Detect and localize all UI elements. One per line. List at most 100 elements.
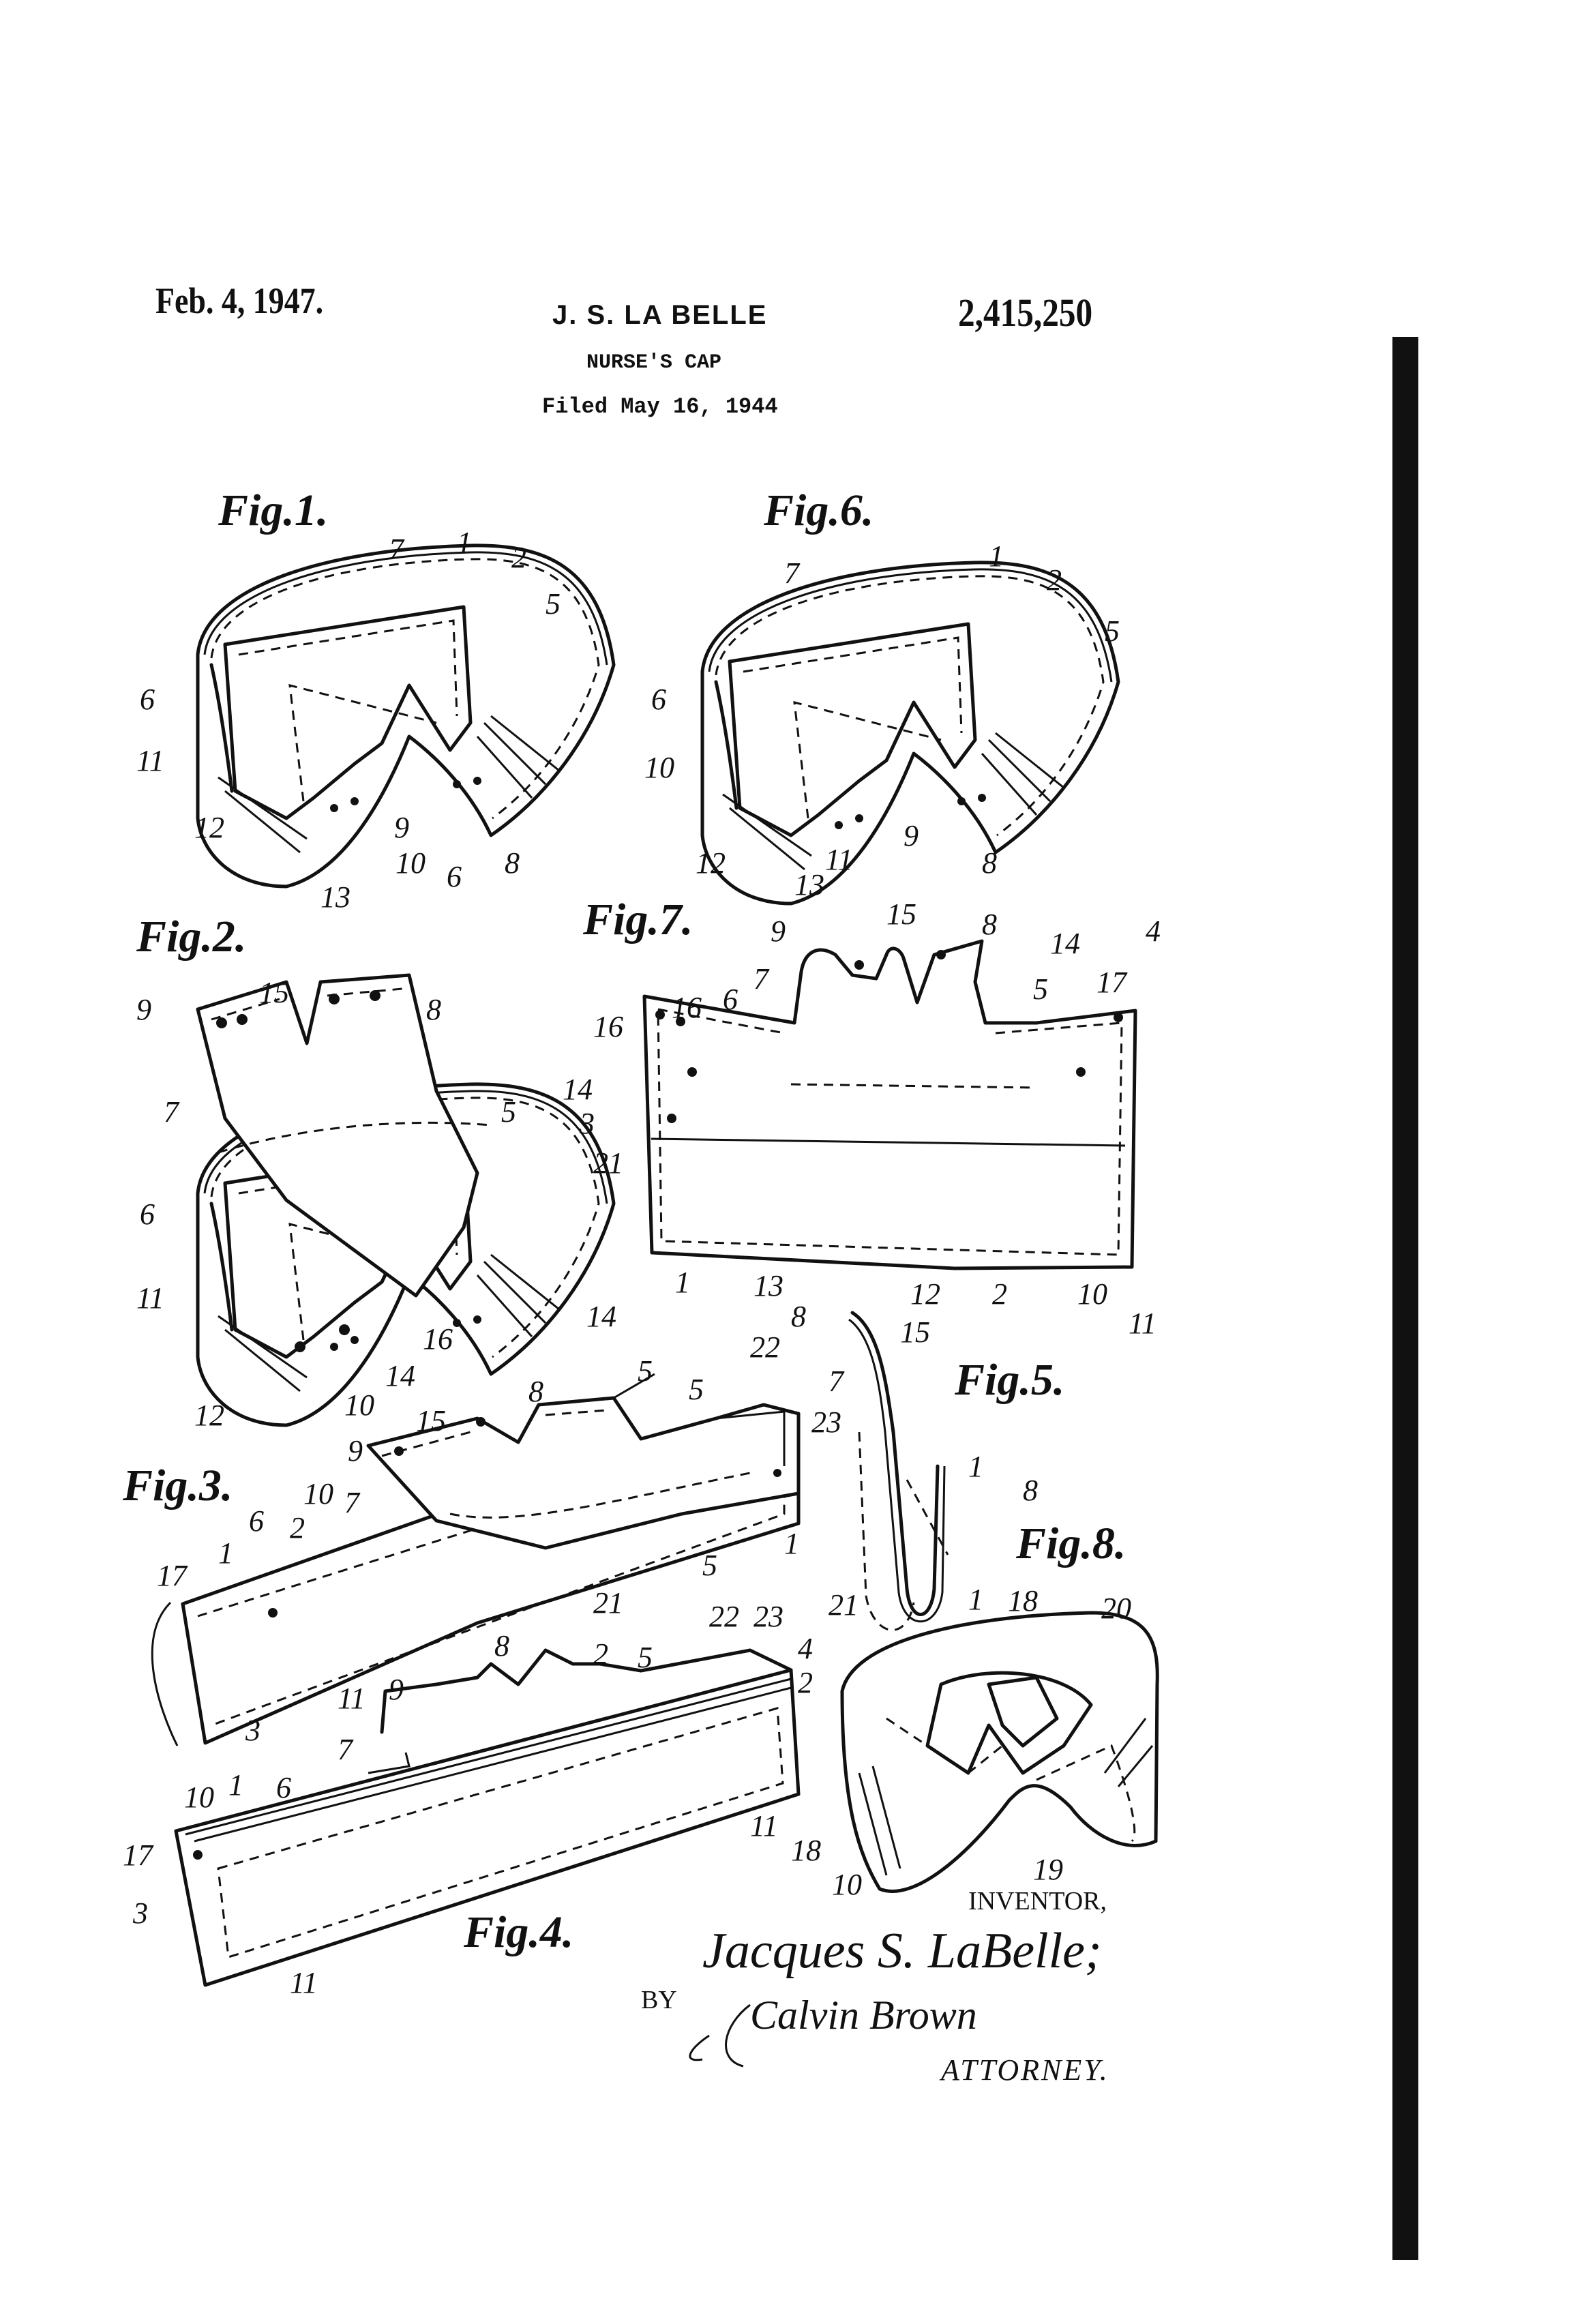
ref-numeral: 2 bbox=[992, 1277, 1007, 1311]
ref-numeral: 9 bbox=[771, 914, 786, 948]
ref-numeral: 5 bbox=[689, 1373, 704, 1406]
ref-numeral: 10 bbox=[832, 1868, 862, 1901]
ref-numeral: 5 bbox=[546, 587, 561, 621]
ref-numeral: 21 bbox=[829, 1588, 859, 1622]
inventor-signature: Jacques S. LaBelle; bbox=[702, 1923, 1102, 1979]
ref-numeral: 8 bbox=[494, 1629, 509, 1663]
inventor-caption: INVENTOR, bbox=[968, 1887, 1107, 1916]
ref-numeral: 9 bbox=[136, 993, 151, 1026]
ref-numeral: 23 bbox=[811, 1405, 841, 1439]
ref-numeral: 9 bbox=[394, 811, 409, 844]
ref-numeral: 11 bbox=[136, 1281, 164, 1315]
figure-label: Fig.4. bbox=[463, 1907, 573, 1957]
ref-numeral: 2 bbox=[798, 1666, 813, 1699]
ref-numeral: 16 bbox=[672, 991, 702, 1024]
ref-numeral: 3 bbox=[579, 1107, 595, 1140]
ref-numeral: 10 bbox=[1077, 1277, 1107, 1311]
attorney-caption: ATTORNEY. bbox=[939, 2053, 1109, 2087]
attorney-signature: Calvin Brown bbox=[750, 1993, 977, 2038]
ref-numeral: 9 bbox=[904, 819, 919, 852]
ref-numeral: 12 bbox=[194, 811, 224, 844]
ref-numeral: 5 bbox=[702, 1549, 717, 1582]
ref-numeral: 2 bbox=[290, 1511, 305, 1545]
ref-numeral: 21 bbox=[593, 1586, 623, 1620]
figure-4: Fig.4. 9 8 2 5 22 23 4 2 7 1 6 10 17 3 1… bbox=[123, 1600, 813, 1999]
ref-numeral: 12 bbox=[194, 1399, 224, 1432]
scan-edge-bar bbox=[1392, 337, 1418, 2260]
ref-numeral: 7 bbox=[164, 1095, 180, 1129]
figure-label: Fig.8. bbox=[1015, 1519, 1126, 1568]
folded-panel bbox=[196, 973, 479, 1298]
ref-numeral: 1 bbox=[968, 1583, 983, 1616]
ref-numeral: 1 bbox=[675, 1266, 690, 1299]
ref-numeral: 7 bbox=[344, 1486, 361, 1519]
figure-label: Fig.1. bbox=[218, 486, 328, 535]
ref-numeral: 13 bbox=[320, 880, 350, 914]
ref-numeral: 5 bbox=[501, 1095, 516, 1129]
ref-numeral: 14 bbox=[385, 1359, 415, 1392]
ref-numeral: 1 bbox=[218, 1536, 233, 1570]
ref-numeral: 1 bbox=[968, 1450, 983, 1483]
ref-numeral: 22 bbox=[709, 1600, 739, 1633]
ref-numeral: 2 bbox=[593, 1637, 608, 1671]
ref-numeral: 6 bbox=[140, 1197, 155, 1231]
ref-numeral: 11 bbox=[290, 1966, 318, 1999]
ref-numeral: 11 bbox=[1129, 1307, 1156, 1340]
ref-numeral: 5 bbox=[638, 1641, 653, 1674]
ref-numeral: 21 bbox=[593, 1146, 623, 1180]
ref-numeral: 11 bbox=[338, 1682, 365, 1715]
patent-number: 2,415,250 bbox=[958, 290, 1093, 335]
ref-numeral: 11 bbox=[825, 843, 853, 876]
ref-numeral: 19 bbox=[1033, 1853, 1063, 1886]
ref-numeral: 8 bbox=[505, 846, 520, 880]
figure-label: Fig.5. bbox=[954, 1355, 1064, 1405]
patent-date: Feb. 4, 1947. bbox=[155, 280, 324, 321]
ref-numeral: 15 bbox=[886, 897, 916, 931]
ref-numeral: 5 bbox=[1105, 614, 1120, 648]
figure-1: Fig.1. 7 1 2 5 6 11 9 10 6 8 12 13 bbox=[136, 486, 614, 914]
ref-numeral: 8 bbox=[982, 908, 997, 941]
figure-2: Fig.2. 9 15 8 7 5 6 11 14 16 14 12 10 bbox=[136, 912, 616, 1432]
ref-numeral: 15 bbox=[416, 1404, 446, 1437]
ref-numeral: 1 bbox=[989, 539, 1004, 573]
ref-numeral: 17 bbox=[1096, 966, 1128, 999]
ref-numeral: 8 bbox=[426, 993, 441, 1026]
figure-label: Fig.2. bbox=[136, 912, 246, 962]
ref-numeral: 17 bbox=[123, 1838, 154, 1872]
patent-title: NURSE'S CAP bbox=[586, 351, 722, 374]
ref-numeral: 6 bbox=[651, 683, 666, 716]
ref-numeral: 6 bbox=[276, 1771, 291, 1804]
by-label: BY bbox=[641, 1986, 677, 2014]
ref-numeral: 20 bbox=[1101, 1592, 1131, 1625]
ref-numeral: 5 bbox=[638, 1354, 653, 1388]
ref-numeral: 6 bbox=[249, 1504, 264, 1538]
ref-numeral: 12 bbox=[910, 1277, 940, 1311]
ref-numeral: 3 bbox=[132, 1896, 148, 1930]
ref-numeral: 10 bbox=[184, 1781, 214, 1814]
ref-numeral: 7 bbox=[829, 1365, 845, 1398]
ref-numeral: 13 bbox=[753, 1269, 783, 1302]
ref-numeral: 10 bbox=[303, 1477, 333, 1510]
ref-numeral: 7 bbox=[389, 533, 405, 566]
ref-numeral: 2 bbox=[1047, 563, 1062, 597]
ref-numeral: 4 bbox=[1146, 914, 1161, 948]
ref-numeral: 1 bbox=[228, 1768, 243, 1802]
ref-numeral: 6 bbox=[447, 860, 462, 893]
ref-numeral: 11 bbox=[750, 1809, 778, 1843]
ref-numeral: 6 bbox=[140, 683, 155, 716]
figure-label: Fig.3. bbox=[122, 1461, 233, 1510]
ref-numeral: 17 bbox=[157, 1559, 188, 1592]
ref-numeral: 18 bbox=[791, 1834, 821, 1867]
ref-numeral: 7 bbox=[784, 556, 801, 590]
ref-numeral: 10 bbox=[395, 846, 426, 880]
ref-numeral: 14 bbox=[563, 1073, 593, 1106]
ref-numeral: 8 bbox=[791, 1300, 806, 1333]
ref-numeral: 2 bbox=[511, 541, 526, 574]
figure-6: Fig.6. 7 1 2 5 6 10 9 11 8 12 13 bbox=[644, 486, 1120, 904]
ref-numeral: 13 bbox=[794, 868, 824, 902]
ref-numeral: 16 bbox=[593, 1010, 623, 1043]
ref-numeral: 22 bbox=[750, 1330, 780, 1364]
figure-3: Fig.3. 5 22 5 8 15 23 9 7 10 2 6 1 17 21… bbox=[122, 1330, 841, 1747]
ref-numeral: 9 bbox=[389, 1673, 404, 1706]
figure-label: Fig.6. bbox=[763, 486, 874, 535]
